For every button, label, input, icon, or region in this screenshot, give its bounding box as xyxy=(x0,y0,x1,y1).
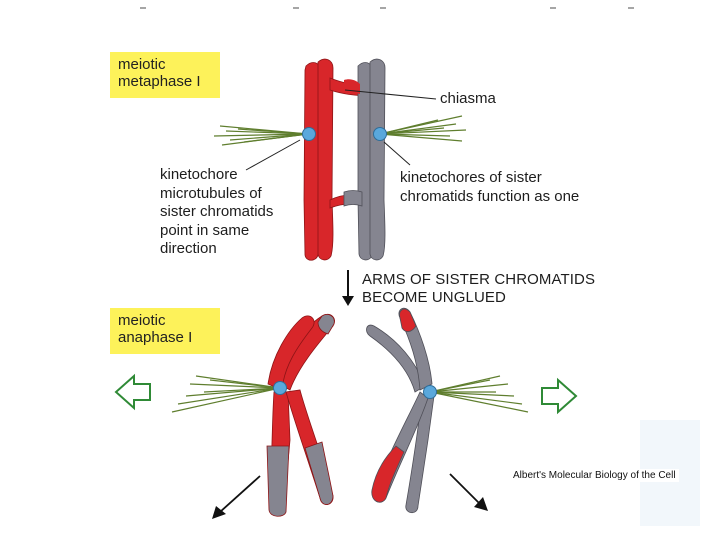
metaphase-red-segments-on-gray xyxy=(344,79,360,94)
citation-text: Albert's Molecular Biology of the Cell xyxy=(510,469,679,482)
kinetochores-function-label: kinetochores of sister chromatids functi… xyxy=(400,169,580,205)
anaphase-left-chromosome xyxy=(266,313,335,517)
leader-lines xyxy=(245,89,437,171)
kinetochore-microtubules-label: kinetochore microtubules of sister chrom… xyxy=(160,166,274,257)
arms-unglued-label: ARMS OF SISTER CHROMATIDS BECOME UNGLUED xyxy=(362,271,596,306)
metaphase-label: meiotic metaphase I xyxy=(110,52,220,98)
hollow-arrow-right-icon xyxy=(541,377,578,415)
metaphase-spindle-left xyxy=(213,125,309,146)
diagonal-arrow-right-icon xyxy=(449,473,488,511)
metaphase-gray-homolog xyxy=(343,58,386,261)
hollow-arrow-left-icon xyxy=(114,373,151,411)
anaphase-spindle-right xyxy=(429,375,529,413)
metaphase-kinetochore-right xyxy=(373,127,387,141)
diagonal-arrow-left-icon xyxy=(212,475,261,519)
anaphase-spindle-left xyxy=(171,375,281,413)
transition-arrow xyxy=(342,270,354,306)
anaphase-kinetochore-left xyxy=(273,381,287,395)
metaphase-kinetochore-left xyxy=(302,127,316,141)
anaphase-kinetochore-right xyxy=(423,385,437,399)
anaphase-right-chromosome xyxy=(366,307,435,514)
chiasma-label: chiasma xyxy=(440,90,496,107)
anaphase-label: meiotic anaphase I xyxy=(110,308,220,354)
metaphase-spindle-right xyxy=(379,115,467,142)
